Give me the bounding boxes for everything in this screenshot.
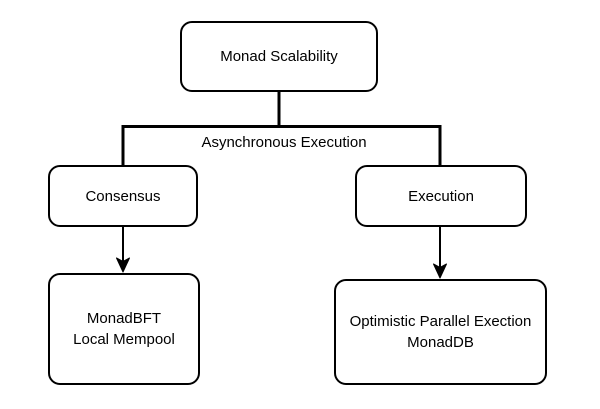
node-monadbft-local-mempool: MonadBFT Local Mempool: [48, 273, 200, 385]
edge-branch-bar: [121, 125, 442, 166]
node-execution-label: Execution: [408, 187, 474, 205]
edge-consensus-to-monadbft-arrowhead: [116, 257, 130, 273]
node-optimistic-label-line1: Optimistic Parallel Exection: [349, 313, 532, 330]
node-consensus-label: Consensus: [85, 187, 161, 205]
node-consensus: Consensus: [48, 165, 198, 227]
node-optimistic-label-line2: MonadDB: [407, 334, 474, 351]
edge-execution-to-optimistic-arrowhead: [433, 263, 447, 279]
node-monad-scalability-label: Monad Scalability: [220, 48, 338, 65]
node-execution: Execution: [355, 165, 527, 227]
node-monad-scalability: Monad Scalability: [180, 21, 378, 92]
node-optimistic-parallel-execution-monaddb: Optimistic Parallel Exection MonadDB: [334, 279, 547, 385]
node-monadbft-label-line2: Local Mempool: [73, 331, 175, 348]
node-monadbft-label-line1: MonadBFT: [86, 310, 162, 327]
edge-label-asynchronous-execution: Asynchronous Execution: [201, 134, 367, 151]
